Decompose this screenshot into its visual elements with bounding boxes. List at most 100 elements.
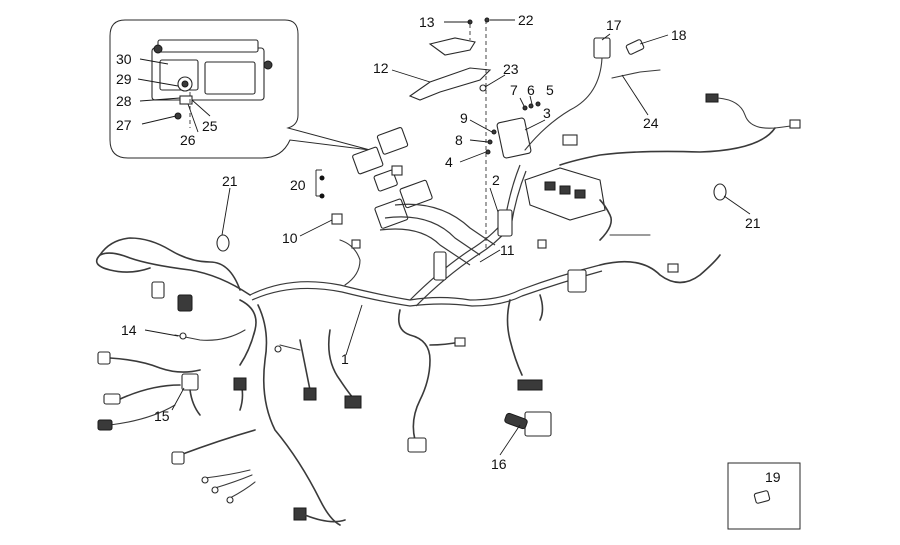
- fuse-box-detail-bubble: [109, 19, 371, 159]
- callout-9: 9: [460, 110, 468, 126]
- callout-8: 8: [455, 132, 463, 148]
- terminal: [211, 486, 219, 494]
- bracket-12: [408, 67, 492, 101]
- callout-16: 16: [491, 456, 507, 472]
- nut-9: [491, 129, 497, 135]
- callout-15: 15: [154, 408, 170, 424]
- connector-16: [524, 411, 552, 437]
- top-right-connectors: [524, 37, 801, 166]
- callout-7: 7: [510, 82, 518, 98]
- callout-14: 14: [121, 322, 137, 338]
- callout-21-left: 21: [222, 173, 238, 189]
- callout-23: 23: [503, 61, 519, 77]
- sensor-plug: [705, 93, 719, 103]
- nut-7: [522, 105, 528, 111]
- callout-19: 19: [765, 469, 781, 485]
- callout-28: 28: [116, 93, 132, 109]
- left-harness: [95, 237, 362, 526]
- connector: [407, 437, 427, 453]
- connector-parts: [485, 101, 578, 159]
- callout-10: 10: [282, 230, 298, 246]
- washer-23: [479, 84, 487, 92]
- callout-25: 25: [202, 118, 218, 134]
- plug: [351, 239, 361, 249]
- callout-30: 30: [116, 51, 132, 67]
- relay: [399, 179, 433, 209]
- junction: [433, 251, 447, 281]
- fuse-box-lid: [157, 39, 259, 53]
- connector: [97, 351, 111, 365]
- callout-29: 29: [116, 71, 132, 87]
- callout-4: 4: [445, 154, 453, 170]
- callout-2: 2: [492, 172, 500, 188]
- fuse-block: [204, 61, 256, 95]
- plug: [667, 263, 679, 273]
- end-plug: [789, 119, 801, 129]
- connector: [293, 507, 307, 521]
- connector-2: [497, 209, 513, 237]
- plug: [537, 239, 547, 249]
- connector: [233, 377, 247, 391]
- mount-bolt: [153, 44, 163, 54]
- connector-15: [181, 373, 199, 391]
- terminal: [226, 496, 234, 504]
- connector: [171, 451, 185, 465]
- leader-lines: [137, 19, 751, 456]
- nut-8: [487, 139, 493, 145]
- callout-11: 11: [500, 242, 515, 258]
- relay-socket: [567, 269, 587, 293]
- callout-6: 6: [527, 82, 535, 98]
- connector-boot: [504, 412, 528, 430]
- grommet-21-left: [216, 234, 230, 252]
- terminal-14: [179, 332, 187, 340]
- connector: [303, 387, 317, 401]
- callout-labels: 1 2 3 4 5 6 7 8 9 10 11 12 13 14 15 16 1…: [116, 12, 781, 485]
- callout-1: 1: [341, 351, 349, 367]
- detail-frame: [727, 462, 801, 530]
- fuse: [559, 185, 571, 195]
- callout-3: 3: [543, 105, 551, 121]
- callout-18: 18: [671, 27, 687, 43]
- relay-cluster: [315, 127, 433, 229]
- callout-17: 17: [606, 17, 622, 33]
- connector: [344, 395, 362, 409]
- relay-10: [331, 213, 343, 225]
- callout-12: 12: [373, 60, 389, 76]
- connector-block: [517, 379, 543, 391]
- central-fuse-box: [216, 167, 727, 252]
- connector: [97, 419, 113, 431]
- fuse: [391, 165, 403, 176]
- cover-bracket: [408, 17, 492, 250]
- callout-21-right: 21: [745, 215, 761, 231]
- detail-box-19: [727, 462, 801, 530]
- fuse: [544, 181, 556, 191]
- mount-bolt: [263, 60, 273, 70]
- screw-22: [484, 17, 490, 23]
- callout-27: 27: [116, 117, 132, 133]
- connector-18: [625, 39, 645, 55]
- connector: [103, 393, 121, 405]
- callout-22: 22: [518, 12, 534, 28]
- terminal: [201, 476, 209, 484]
- connector: [177, 294, 193, 312]
- plug: [562, 134, 578, 146]
- nut-6: [528, 103, 534, 109]
- bracket-upper: [428, 37, 476, 56]
- connector: [151, 281, 165, 299]
- plug: [454, 337, 466, 347]
- grommet-core: [181, 80, 189, 88]
- nut-4: [485, 149, 491, 155]
- fuse: [574, 189, 586, 199]
- regulator-3: [496, 117, 532, 159]
- callout-26: 26: [180, 132, 196, 148]
- relay: [352, 146, 384, 175]
- terminal: [274, 345, 282, 353]
- nut-5: [535, 101, 541, 107]
- callout-13: 13: [419, 14, 435, 30]
- grommet-21-right: [713, 183, 727, 201]
- cable-tie-19: [753, 490, 771, 504]
- connector-17: [593, 37, 611, 59]
- callout-24: 24: [643, 115, 659, 131]
- callout-20: 20: [290, 177, 306, 193]
